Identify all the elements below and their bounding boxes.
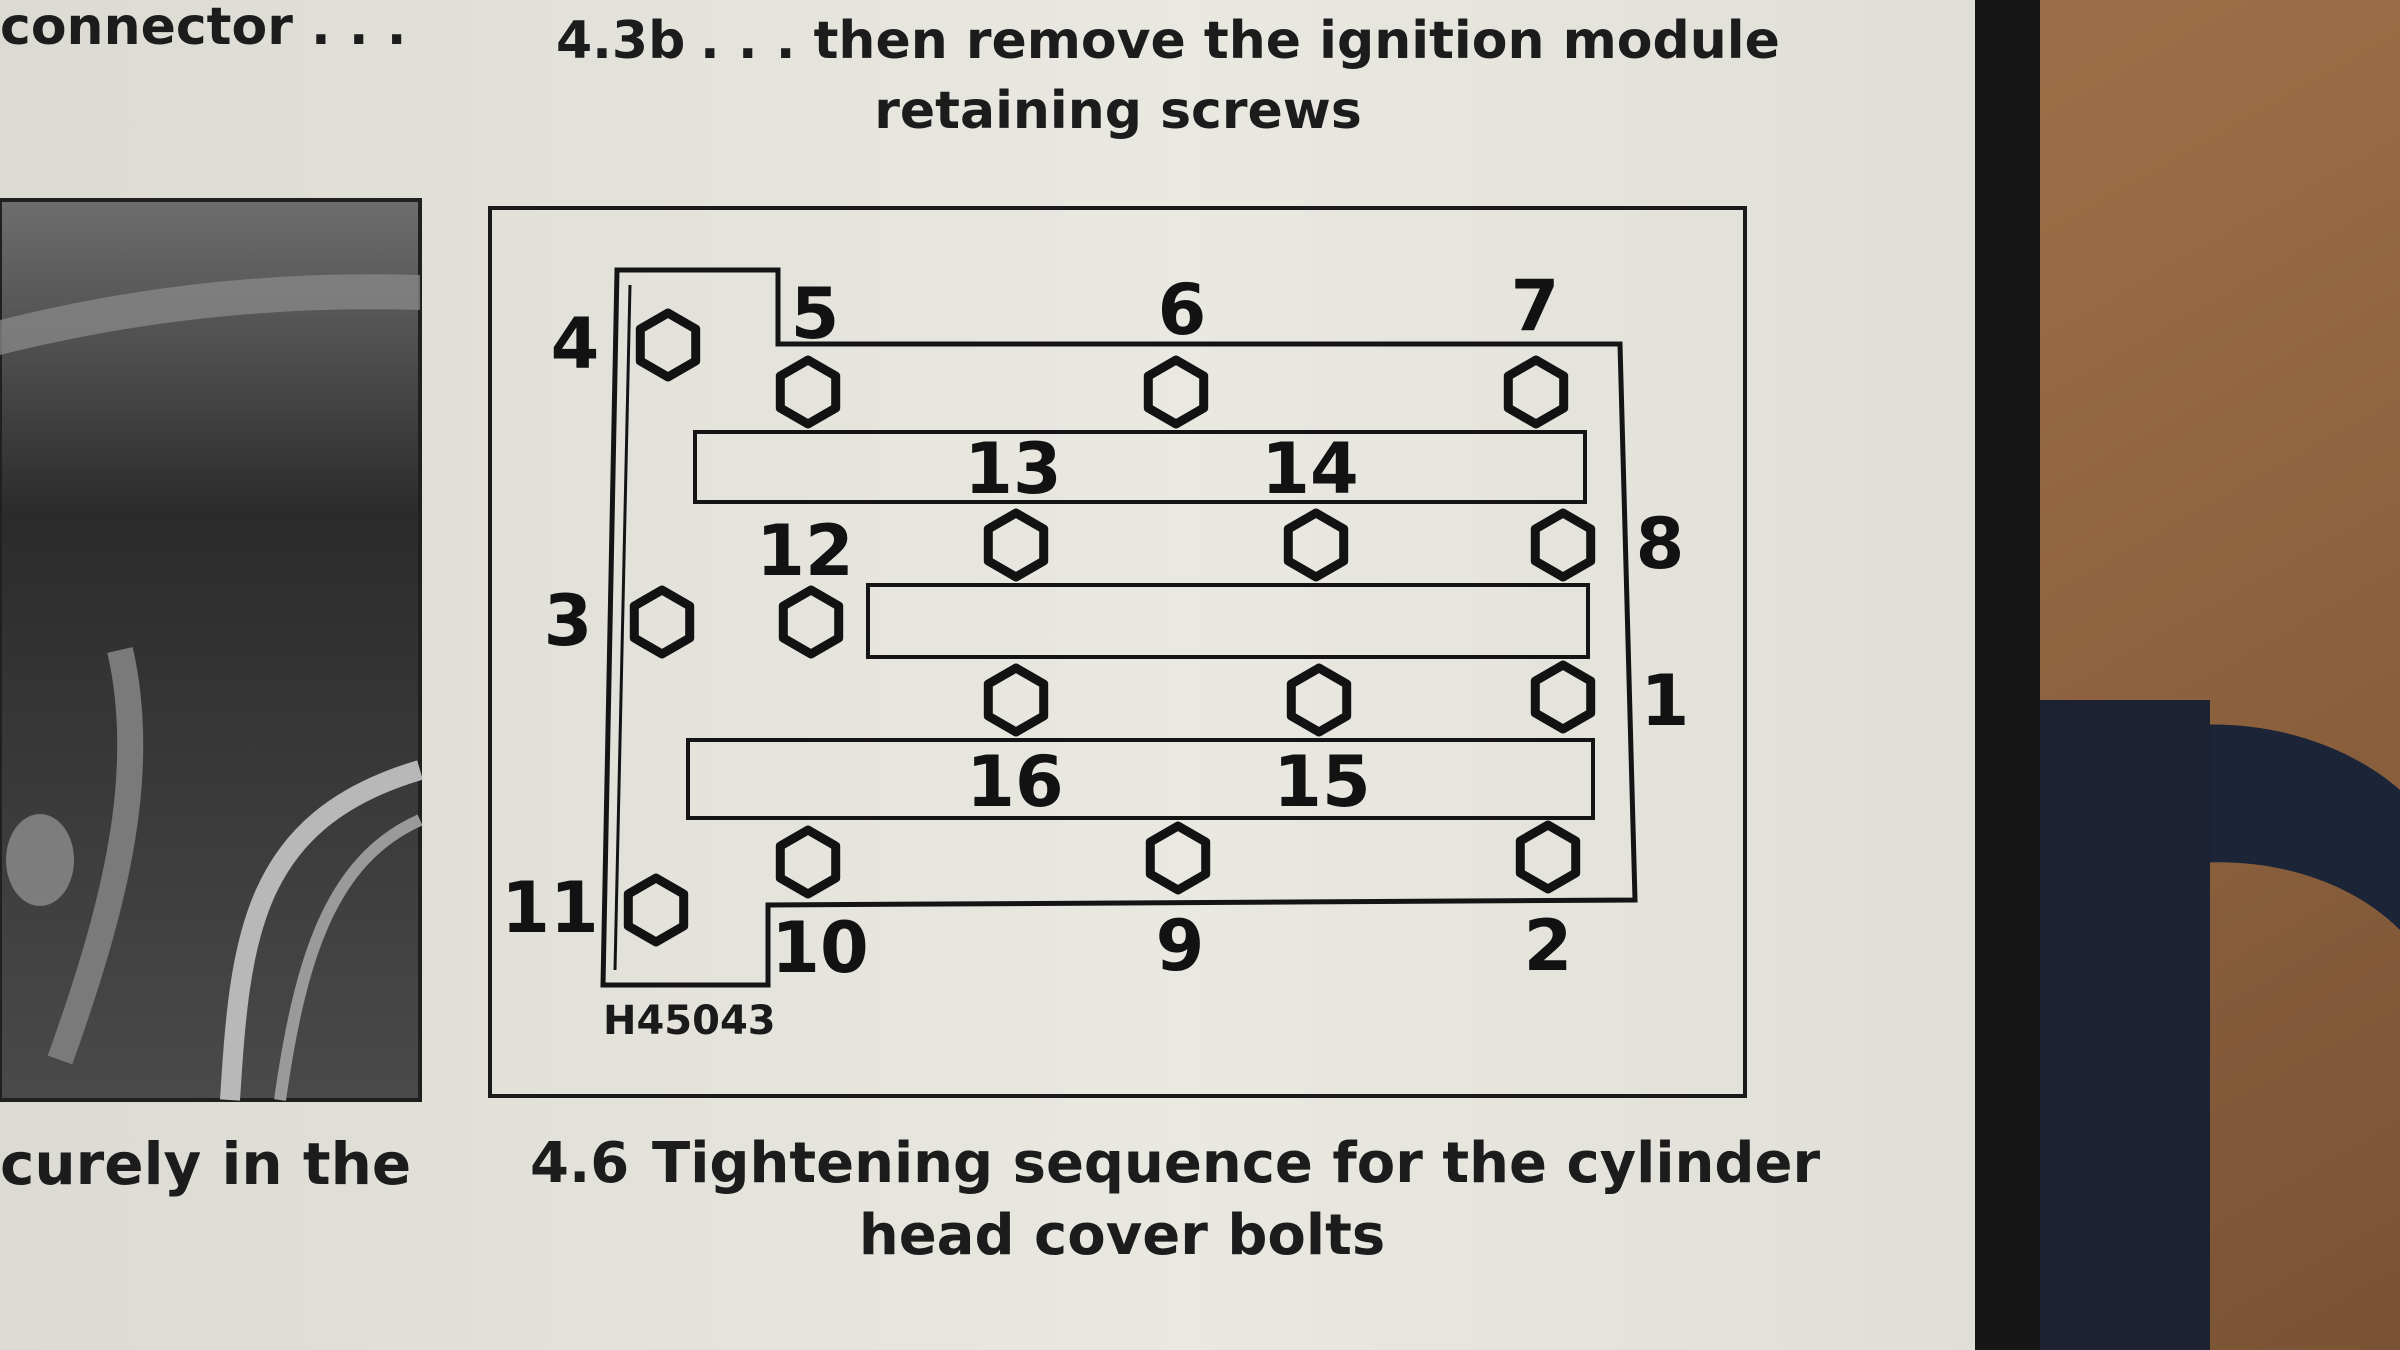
cover-slot-bottom [686,738,1595,820]
bolt-hex-1 [1530,660,1596,734]
top-caption-line2: retaining screws [874,81,1362,141]
bolt-hex-4 [635,308,701,382]
bolt-number-5: 5 [791,273,840,355]
bolt-hex-3 [629,585,695,659]
bolt-number-1: 1 [1641,660,1690,742]
bolt-hex-5 [775,355,841,429]
diagram-frame [488,206,1747,1098]
bolt-group [623,308,1596,947]
top-caption-line1: . . . then remove the ignition module [700,11,1780,71]
bolt-hex-14 [1283,508,1349,582]
bolt-hex-6 [1143,355,1209,429]
bolt-hex-16 [983,663,1049,737]
lower-cover [2040,700,2210,1350]
bolt-number-3: 3 [544,580,593,662]
bolt-hex-13 [983,508,1049,582]
left-photo-fragment [0,198,423,1102]
bottom-figure-number: 4.6 [530,1131,629,1196]
bolt-hex-12 [778,585,844,659]
bolt-number-12: 12 [756,510,853,592]
bottom-caption-line1: Tightening sequence for the cylinder [652,1131,1820,1196]
bolt-hex-7 [1503,355,1569,429]
bolt-number-6: 6 [1158,269,1207,351]
bolt-number-16: 16 [966,741,1063,823]
bolt-hex-2 [1515,820,1581,894]
bolt-number-13: 13 [964,428,1061,510]
cover-slot-middle [866,583,1590,659]
diagram-code: H45043 [603,998,776,1044]
bolt-number-10: 10 [771,907,868,989]
bolt-hex-9 [1145,821,1211,895]
bolt-number-2: 2 [1524,905,1573,987]
bolt-number-11: 11 [501,867,598,949]
cover-slot-top [693,430,1587,504]
bolt-number-4: 4 [551,303,600,385]
bolt-hex-15 [1286,663,1352,737]
bolt-hex-11 [623,873,689,947]
top-figure-number: 4.3b [556,11,685,71]
left-bottom-caption: curely in the [0,1130,411,1198]
bolt-number-9: 9 [1156,905,1205,987]
bottom-caption-line2: head cover bolts [859,1203,1385,1268]
cover-outline [600,267,1638,988]
bolt-hex-8 [1530,508,1596,582]
bolt-number-15: 15 [1273,741,1370,823]
cover-left-inner-edge [613,284,632,971]
bolt-hex-10 [775,825,841,899]
left-top-caption: connector . . . [0,0,406,57]
bolt-number-8: 8 [1636,503,1685,585]
bolt-number-14: 14 [1261,428,1358,510]
bolt-number-7: 7 [1511,265,1560,347]
